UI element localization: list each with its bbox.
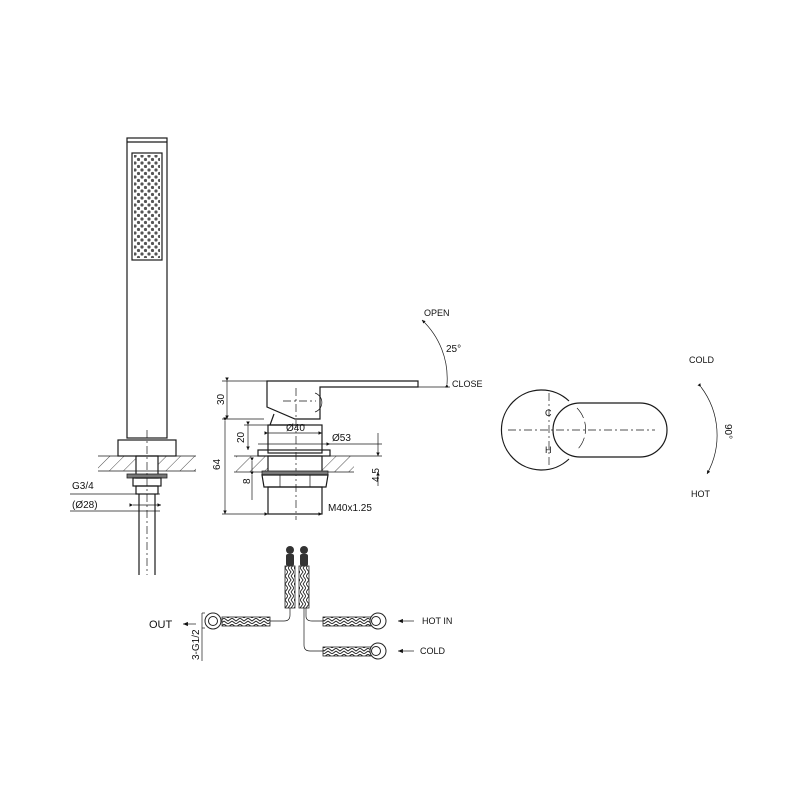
label-cold-in: COLD: [420, 646, 446, 656]
hose-assembly: 3-G1/2 OUT HOT IN COLD: [149, 546, 452, 661]
dim-flange-diameter: Ø53: [332, 433, 351, 444]
mixer-side-view: 30 20 64 8 Ø40 Ø53 4.5 M40x1.25 OPEN 25°…: [212, 308, 483, 520]
marker-cold: C: [545, 408, 552, 418]
mixer-top-view: C H COLD 90° HOT: [500, 355, 733, 499]
label-lever-angle: 25°: [446, 344, 461, 355]
label-diameter-28: (Ø28): [72, 500, 98, 511]
dim-max-deck: 4.5: [371, 468, 382, 482]
dim-lever-height: 30: [216, 393, 227, 405]
shower-spray-face: [131, 152, 163, 261]
label-open: OPEN: [424, 308, 450, 318]
label-thread-g34: G3/4: [72, 481, 94, 492]
dim-body-height: 20: [236, 431, 247, 443]
label-close: CLOSE: [452, 379, 483, 389]
spray-nozzles: [134, 155, 160, 258]
label-cold: COLD: [689, 355, 715, 365]
label-hot-in: HOT IN: [422, 616, 452, 626]
hand-shower: G3/4 (Ø28): [70, 137, 196, 575]
label-out: OUT: [149, 619, 173, 631]
dim-nut: 8: [242, 478, 253, 484]
label-rotation-angle: 90°: [722, 424, 733, 439]
label-hot: HOT: [691, 489, 711, 499]
dim-body-diameter: Ø40: [286, 423, 305, 434]
marker-hot: H: [545, 445, 552, 455]
dim-total-height: 64: [212, 458, 223, 470]
dim-thread: M40x1.25: [328, 503, 372, 514]
label-thread-g12: 3-G1/2: [191, 629, 202, 660]
